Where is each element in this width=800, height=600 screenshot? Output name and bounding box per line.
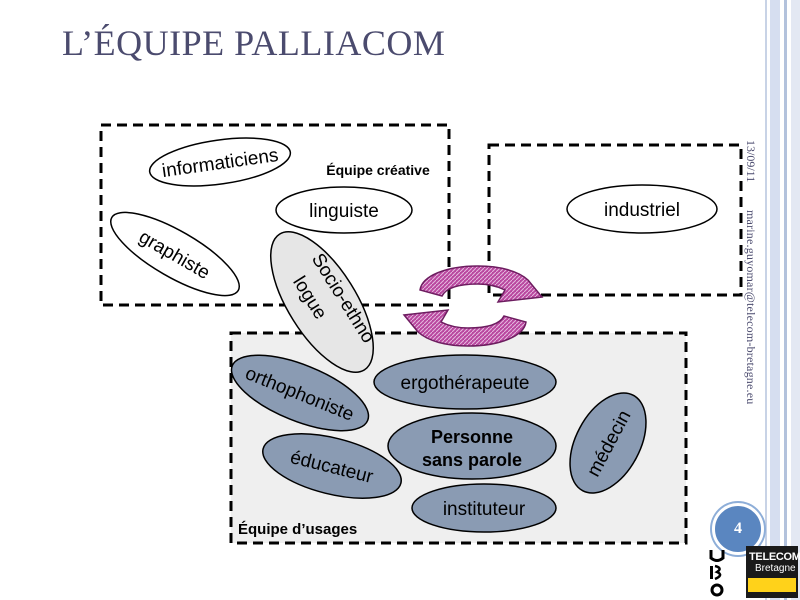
side-bar-edge (791, 0, 800, 600)
industry-box (487, 143, 743, 297)
cycle-arrows-icon (402, 265, 544, 347)
node-personne-label-2: sans parole (422, 450, 522, 470)
telecom-bretagne-logo: TELECOM Bretagne (746, 546, 800, 598)
author-email: marine.guyomar@telecom-bretagne.eu (744, 210, 758, 405)
telecom-logo-stripe (748, 578, 796, 592)
side-bar-thin (765, 0, 767, 600)
node-ergotherapeute: ergothérapeute (373, 354, 557, 410)
telecom-logo-line1: TELECOM (749, 551, 800, 563)
cycle-arrow-bottom (402, 309, 527, 347)
ubo-logo (709, 550, 725, 597)
side-bar-band (770, 0, 780, 600)
node-instituteur-label: instituteur (443, 499, 526, 520)
telecom-logo-line2: Bretagne (755, 563, 796, 574)
slide-title: L’ÉQUIPE PALLIACOM (62, 23, 446, 63)
node-linguiste: linguiste (275, 186, 413, 234)
node-personne-sans-parole: Personne sans parole (387, 412, 557, 480)
node-industriel-label: industriel (604, 200, 680, 221)
node-ergotherapeute-label: ergothérapeute (401, 373, 530, 394)
node-industriel: industriel (566, 184, 718, 234)
slide-date: 13/09/11 (744, 140, 758, 183)
creative-team-box (99, 123, 451, 307)
node-medecin: médecin (569, 392, 647, 494)
usages-team-label: Équipe d’usages (238, 521, 357, 538)
node-linguiste-label: linguiste (309, 201, 379, 222)
node-graphiste: graphiste (109, 211, 241, 297)
node-educateur: éducateur (262, 433, 402, 499)
node-personne-label-1: Personne (431, 427, 513, 447)
node-informaticiens: informaticiens (148, 137, 292, 187)
cycle-arrow-top (419, 265, 544, 303)
creative-team-label: Équipe créative (326, 162, 430, 178)
node-instituteur: instituteur (411, 483, 557, 533)
side-bar-line (784, 0, 787, 600)
